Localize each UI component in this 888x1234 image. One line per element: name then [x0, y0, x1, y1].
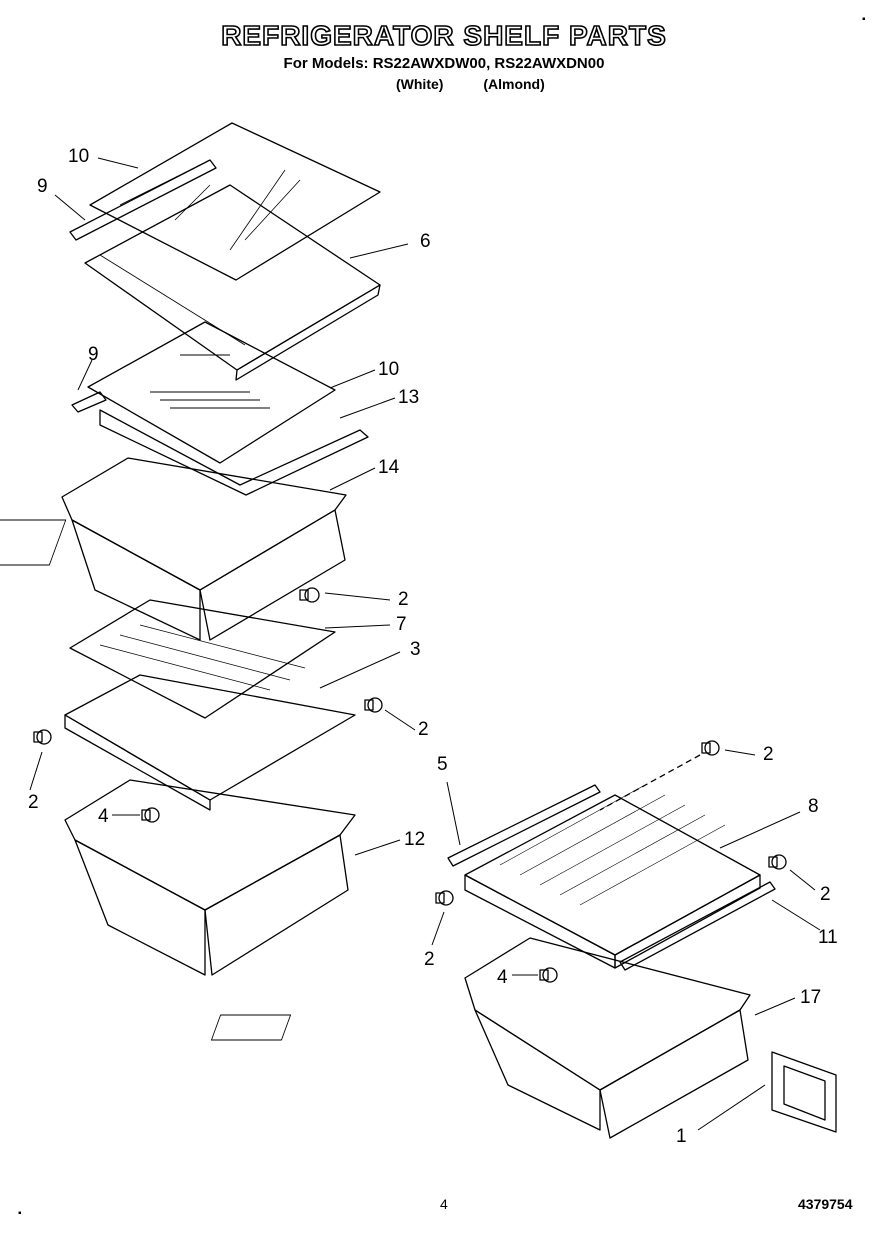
page-title: REFRIGERATOR SHELF PARTS [220, 19, 667, 52]
variant-almond: (Almond) [483, 76, 545, 92]
trim-strip-top [69, 159, 217, 241]
crisper-cover-frame [99, 409, 369, 496]
callout-2-a: 2 [398, 589, 409, 610]
callout-13: 13 [398, 387, 419, 408]
shelf-trim-left [447, 784, 601, 867]
callout-6: 6 [420, 231, 431, 252]
callout-2-c: 2 [28, 792, 39, 813]
shelf-glass-lower [464, 784, 761, 969]
callout-7: 7 [396, 614, 407, 635]
callout-labels: 10 9 6 9 10 13 14 2 7 3 2 2 4 12 5 2 8 2… [28, 146, 838, 1147]
crisper-frame [64, 674, 356, 811]
screw-cap-upper [299, 587, 320, 603]
screw-lower-left [141, 807, 160, 823]
trim-strip-middle [71, 391, 107, 413]
model-variants: (White) (Almond) [396, 76, 545, 92]
callout-5: 5 [437, 754, 448, 775]
callout-12: 12 [404, 829, 425, 850]
callout-2-e: 2 [820, 884, 831, 905]
crisper-pan-upper [0, 457, 347, 641]
leader-lines [29, 157, 821, 1131]
corner-mark-top: ▪ [862, 14, 866, 25]
corner-mark-bottom: ▪ [18, 1208, 22, 1219]
callout-1: 1 [676, 1126, 687, 1147]
document-number: 4379754 [798, 1196, 853, 1212]
callout-17: 17 [800, 987, 821, 1008]
screw-cap-right [364, 697, 383, 713]
callout-4-left: 4 [98, 806, 109, 827]
callout-10-top: 10 [68, 146, 89, 167]
screw-cap-right-mid [768, 854, 787, 870]
screw-lower-right [539, 967, 558, 983]
callout-2-b: 2 [418, 719, 429, 740]
variant-white: (White) [396, 76, 444, 92]
callout-10-mid: 10 [378, 359, 399, 380]
shelf-frame [84, 184, 381, 381]
glass-shelf-middle [87, 321, 336, 464]
callout-9-top: 9 [37, 176, 48, 197]
shelf-trim-right [619, 881, 776, 971]
crisper-pan-lower [64, 779, 356, 976]
crisper-cover-glass [69, 599, 336, 719]
callout-2-f: 2 [424, 949, 435, 970]
page-number: 4 [440, 1196, 448, 1212]
callout-8: 8 [808, 796, 819, 817]
callout-4-right: 4 [497, 967, 508, 988]
badge [771, 1051, 837, 1133]
callout-2-d: 2 [763, 744, 774, 765]
screw-cap-left [33, 729, 52, 745]
screw-cap-left-lower [435, 890, 454, 906]
callout-3: 3 [410, 639, 421, 660]
models-line: For Models: RS22AWXDW00, RS22AWXDN00 [283, 55, 605, 72]
callout-11: 11 [818, 927, 838, 948]
callout-9-mid: 9 [88, 344, 99, 365]
meat-pan [210, 937, 751, 1139]
callout-14: 14 [378, 457, 400, 478]
